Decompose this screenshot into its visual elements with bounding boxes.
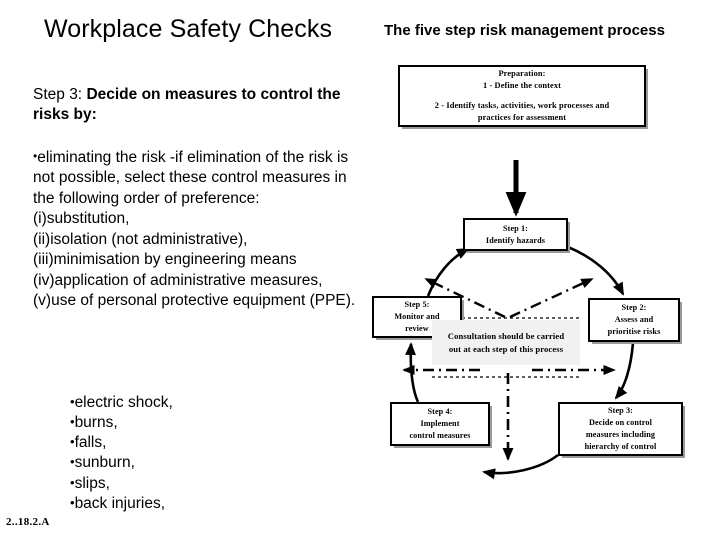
step-2-box[interactable]: Step 2: Assess and prioritise risks xyxy=(588,298,680,342)
arrow-step2-to-step3 xyxy=(614,342,635,400)
slide-footer-code: 2..18.2.A xyxy=(6,516,50,528)
order-line-iii: (iii)minimisation by engineering means xyxy=(33,251,297,269)
page-subtitle: The five step risk management process xyxy=(384,22,665,39)
consultation-note: Consultation should be carried out at ea… xyxy=(432,320,580,365)
step-5-line-1: Monitor and xyxy=(394,312,440,322)
step-4-line-2: control measures xyxy=(409,430,471,440)
step-3-line-2: measures including xyxy=(585,430,656,439)
step-5-title: Step 5: xyxy=(404,300,430,310)
hazard-examples-list: •electric shock, •burns, •falls, •sunbur… xyxy=(70,393,320,514)
step-heading: Step 3: Decide on measures to control th… xyxy=(33,85,363,126)
list-item: •back injuries, xyxy=(70,494,320,514)
step-1-title: Step 1: xyxy=(502,223,529,233)
preparation-item-2a: 2 - Identify tasks, activities, work pro… xyxy=(434,100,610,110)
preparation-title: Preparation: xyxy=(498,69,546,79)
bullet-icon: • xyxy=(33,148,38,163)
bullet-icon: • xyxy=(70,454,75,470)
list-item: •slips, xyxy=(70,474,320,494)
bullet-icon: • xyxy=(70,494,75,510)
consultation-line-2: out at each step of this process xyxy=(448,343,564,354)
step-4-title: Step 4: xyxy=(427,407,453,417)
risk-management-cycle-diagram: Preparation: 1 - Define the context 2 - … xyxy=(372,55,718,495)
step-3-line-1: Decide on control xyxy=(589,418,652,428)
consultation-line-1: Consultation should be carried xyxy=(447,330,565,341)
list-item-label: slips, xyxy=(74,474,110,492)
order-line-iv: (iv)application of administrative measur… xyxy=(33,271,323,289)
consultation-link-to-step2 xyxy=(509,277,594,319)
arrow-step4-to-step5 xyxy=(405,342,420,403)
step-5-line-2: review xyxy=(405,323,429,333)
order-line-ii: (ii)isolation (not administrative), xyxy=(33,230,248,248)
body-text-column: Step 3: Decide on measures to control th… xyxy=(33,85,363,312)
consultation-link-to-step1-left xyxy=(424,277,506,319)
list-item: •sunburn, xyxy=(70,453,320,473)
step-1-box[interactable]: Step 1: Identify hazards xyxy=(463,218,568,251)
preparation-item-1: 1 - Define the context xyxy=(482,81,562,91)
list-item-label: falls, xyxy=(74,434,107,452)
bullet-icon: • xyxy=(70,434,75,450)
preparation-box[interactable]: Preparation: 1 - Define the context 2 - … xyxy=(398,65,646,127)
arrow-step3-to-step4 xyxy=(482,453,559,480)
step-heading-lead: Step 3: xyxy=(33,86,87,103)
step-heading-emphasis: Decide on measures to control the risks … xyxy=(33,86,341,124)
bullet-icon: • xyxy=(70,394,75,409)
bullet-icon: • xyxy=(70,414,75,430)
step-3-line-3: hierarchy of control xyxy=(584,441,657,451)
page-title: Workplace Safety Checks xyxy=(44,15,333,43)
order-line-v: (v)use of personal protective equipment … xyxy=(33,292,356,310)
list-item-label: burns, xyxy=(74,414,118,432)
control-measures-paragraph: •eliminating the risk -if elimination of… xyxy=(33,148,363,312)
bullet-icon: • xyxy=(70,474,75,490)
step-4-line-1: Implement xyxy=(420,419,460,429)
order-line-i: (i)substitution, xyxy=(33,210,130,228)
control-measures-text: eliminating the risk -if elimination of … xyxy=(33,148,349,207)
list-item: •electric shock, xyxy=(70,393,320,413)
list-item-label: electric shock, xyxy=(74,394,173,411)
step-4-box[interactable]: Step 4: Implement control measures xyxy=(390,402,490,446)
step-2-line-1: Assess and xyxy=(614,315,654,325)
list-item: •burns, xyxy=(70,413,320,433)
step-3-title: Step 3: xyxy=(607,406,634,416)
step-2-title: Step 2: xyxy=(621,303,647,313)
arrow-step5-to-step1 xyxy=(426,247,470,297)
step-3-box[interactable]: Step 3: Decide on control measures inclu… xyxy=(558,402,683,456)
list-item-label: sunburn, xyxy=(74,454,135,472)
step-1-line-1: Identify hazards xyxy=(485,235,546,245)
list-item: •falls, xyxy=(70,433,320,453)
list-item-label: back injuries, xyxy=(74,494,166,512)
step-2-line-2: prioritise risks xyxy=(607,326,661,336)
preparation-item-2b: practices for assessment xyxy=(477,112,567,122)
arrow-step1-to-step2 xyxy=(567,245,625,296)
